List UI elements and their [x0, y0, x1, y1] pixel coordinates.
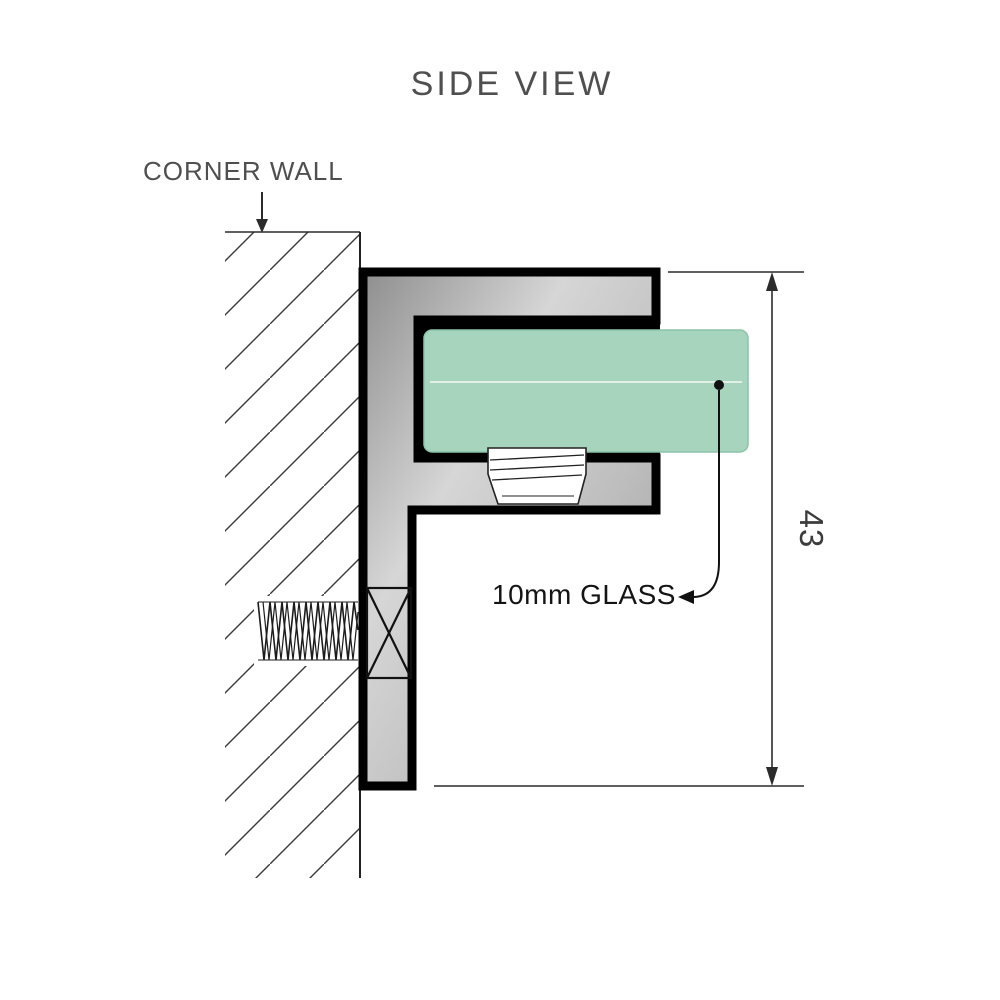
- glass-callout: 10mm GLASS: [492, 380, 724, 610]
- dimension-arrow-down: [766, 767, 778, 786]
- glass-label: 10mm GLASS: [492, 579, 676, 610]
- wall-screw: [254, 596, 364, 666]
- glass-panel: [423, 329, 749, 453]
- page-title: SIDE VIEW: [411, 65, 614, 103]
- wall-hatching: [225, 232, 360, 878]
- glass-dot: [714, 380, 724, 390]
- corner-wall-label: CORNER WALL: [143, 156, 344, 186]
- glass-leader-line: [693, 390, 720, 598]
- glass-leader-arrow: [678, 590, 694, 604]
- corner-wall-arrow: [256, 192, 268, 233]
- dimension-label: 43: [793, 510, 830, 549]
- glass-rect: [423, 329, 749, 453]
- screw-head-symbol: [365, 586, 413, 680]
- screw-thread-zigzag-a: [257, 601, 359, 661]
- dimension-43: 43: [434, 271, 830, 787]
- grub-screw: [487, 447, 587, 505]
- dimension-arrow-up: [766, 272, 778, 291]
